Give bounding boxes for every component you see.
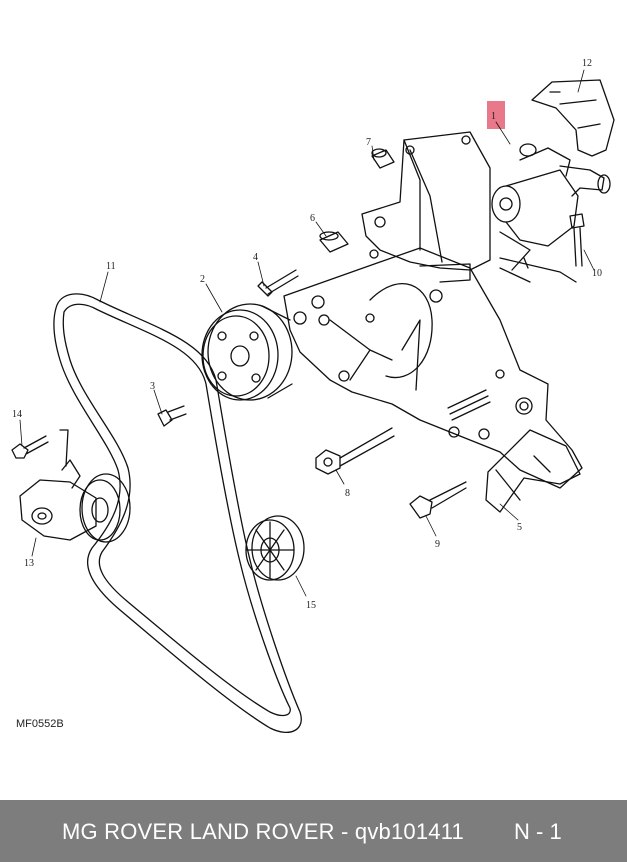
- belt-tensioner: [19, 429, 131, 543]
- power-steering-pump: [491, 143, 611, 271]
- shield-cover: [531, 79, 615, 157]
- footer-page-label: N - 1: [514, 819, 562, 844]
- callout-9: 9: [435, 539, 440, 550]
- callout-8: 8: [345, 488, 350, 499]
- engine-bracket: [283, 247, 583, 489]
- bolt-4: [257, 269, 299, 297]
- part-1-highlight: [487, 101, 505, 129]
- callout-4: 4: [253, 252, 258, 263]
- bolt-8: [315, 427, 395, 475]
- callout-10: 10: [592, 268, 602, 279]
- callout-13: 13: [24, 558, 34, 569]
- bolt-3: [157, 405, 187, 427]
- drive-belt: [53, 293, 302, 733]
- parts-diagram: 1 2 3 4 5 6 7 8 9 10 11 12 13 14 15: [11, 58, 615, 733]
- callout-11: 11: [106, 261, 116, 272]
- footer-bar: MG ROVER LAND ROVER - qvb101411 N - 1: [0, 800, 627, 862]
- bolt-14: [11, 435, 49, 459]
- callout-3: 3: [150, 381, 155, 392]
- lower-bracket: [485, 429, 581, 513]
- spacer-6: [319, 231, 349, 253]
- callout-6: 6: [310, 213, 315, 224]
- leader-lines: [19, 69, 595, 597]
- spacer-7: [371, 148, 395, 169]
- idler-pulley: [245, 515, 305, 581]
- callout-15: 15: [306, 600, 316, 611]
- crank-pulley: [201, 303, 293, 401]
- diagram-code: MF0552B: [16, 718, 64, 730]
- callout-5: 5: [517, 522, 522, 533]
- callout-14: 14: [12, 409, 22, 420]
- callout-12: 12: [582, 58, 592, 69]
- bolt-9: [409, 481, 467, 519]
- bolt-10: [569, 213, 585, 267]
- callout-2: 2: [200, 274, 205, 285]
- callout-1: 1: [491, 111, 496, 122]
- pump-bracket: [361, 131, 577, 283]
- footer-title: MG ROVER LAND ROVER - qvb101411: [62, 819, 464, 844]
- callout-7: 7: [366, 137, 371, 148]
